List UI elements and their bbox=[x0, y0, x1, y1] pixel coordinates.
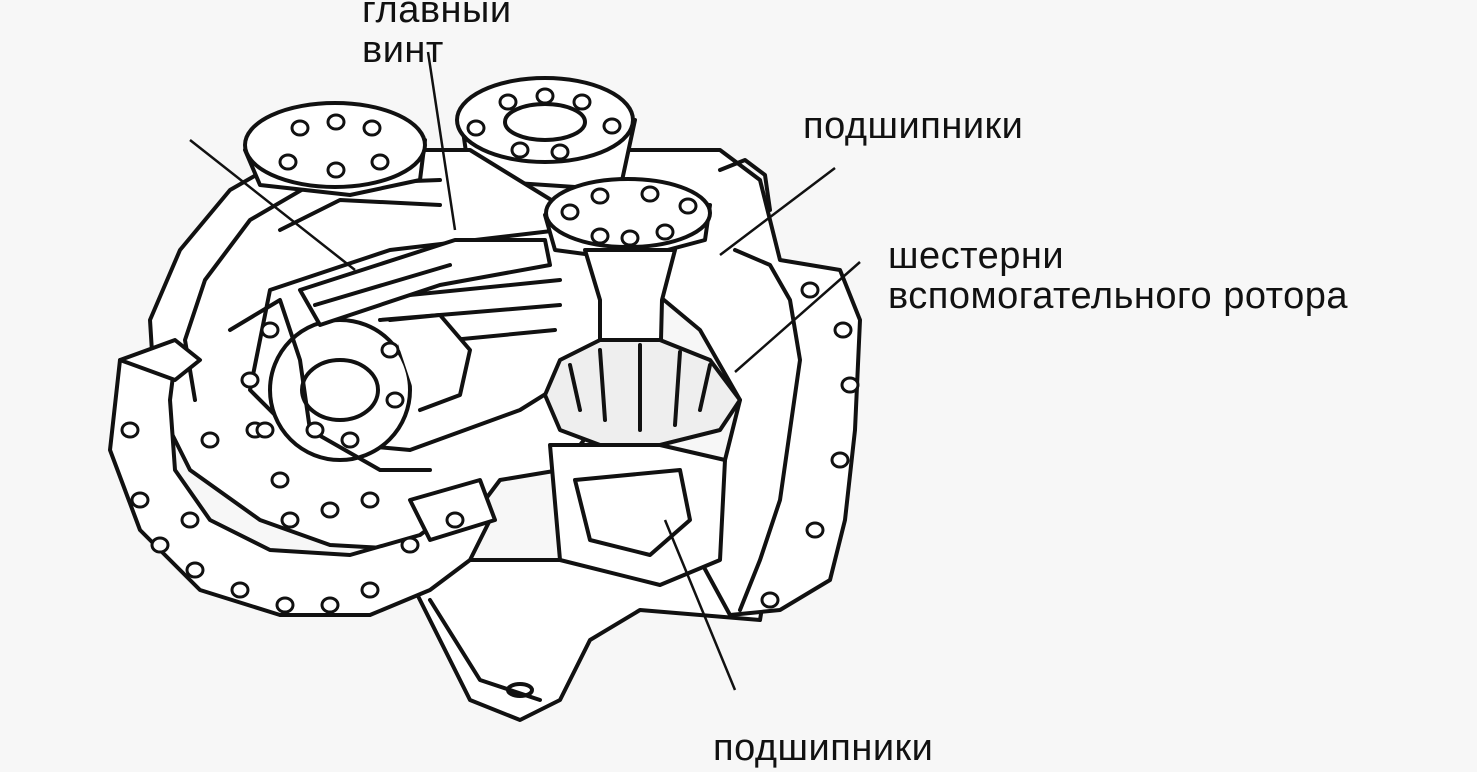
bolt-14 bbox=[560, 203, 580, 221]
bolt-45 bbox=[380, 341, 400, 359]
bolt-41 bbox=[320, 501, 340, 519]
bolt-6 bbox=[370, 153, 390, 171]
bolt-5 bbox=[326, 161, 346, 179]
bolt-22 bbox=[833, 321, 853, 339]
bolt-29 bbox=[150, 536, 170, 554]
bolt-37 bbox=[260, 321, 280, 339]
bolt-47 bbox=[255, 421, 275, 439]
bolt-25 bbox=[805, 521, 825, 539]
bolt-34 bbox=[360, 581, 380, 599]
bolt-8 bbox=[498, 93, 518, 111]
bolt-23 bbox=[840, 376, 860, 394]
bolt-32 bbox=[275, 596, 295, 614]
bolt-7 bbox=[466, 119, 486, 137]
bolt-31 bbox=[230, 581, 250, 599]
bolt-44 bbox=[340, 431, 360, 449]
leader-gears bbox=[734, 261, 861, 373]
bolt-42 bbox=[360, 491, 380, 509]
bolt-9 bbox=[535, 87, 555, 105]
bolt-12 bbox=[510, 141, 530, 159]
bolt-4 bbox=[278, 153, 298, 171]
bolt-26 bbox=[760, 591, 780, 609]
bolt-1 bbox=[290, 119, 310, 137]
bolt-11 bbox=[602, 117, 622, 135]
leader-main-screw bbox=[426, 51, 457, 231]
label-bearings-top: подшипники bbox=[803, 105, 1024, 147]
leader-bearings-top bbox=[719, 167, 836, 256]
bolt-30 bbox=[185, 561, 205, 579]
label-bearings-bottom: подшипники bbox=[713, 727, 934, 769]
bolt-35 bbox=[400, 536, 420, 554]
label-main-screw-line1: главный bbox=[362, 0, 512, 31]
bolt-16 bbox=[640, 185, 660, 203]
label-gears-line2: вспомогательного ротора bbox=[888, 275, 1349, 317]
bolts bbox=[120, 87, 860, 614]
bolt-10 bbox=[572, 93, 592, 111]
bolt-27 bbox=[120, 421, 140, 439]
bolt-2 bbox=[326, 113, 346, 131]
bolt-36 bbox=[445, 511, 465, 529]
front-flange bbox=[108, 338, 497, 617]
label-main-screw: главный винт bbox=[362, 0, 512, 70]
bolt-21 bbox=[800, 281, 820, 299]
label-main-screw-line2: винт bbox=[362, 29, 444, 71]
bolt-40 bbox=[270, 471, 290, 489]
bolt-20 bbox=[655, 223, 675, 241]
bolt-28 bbox=[130, 491, 150, 509]
main-screw bbox=[298, 238, 552, 327]
bolt-43 bbox=[305, 421, 325, 439]
bolt-3 bbox=[362, 119, 382, 137]
bolt-15 bbox=[590, 187, 610, 205]
bolt-17 bbox=[678, 197, 698, 215]
bolt-13 bbox=[550, 143, 570, 161]
bolt-33 bbox=[320, 596, 340, 614]
label-aux-rotor-gears: шестерни вспомогательного ротора bbox=[888, 236, 1348, 316]
bolt-24 bbox=[830, 451, 850, 469]
bolt-46 bbox=[385, 391, 405, 409]
bolt-48 bbox=[280, 511, 300, 529]
bolt-50 bbox=[180, 511, 200, 529]
leader-left-cover bbox=[189, 139, 356, 271]
leader-bearings-bottom bbox=[663, 519, 737, 691]
bolt-49 bbox=[200, 431, 220, 449]
bolt-38 bbox=[240, 371, 260, 389]
bolt-19 bbox=[620, 229, 640, 247]
label-gears-line1: шестерни bbox=[888, 235, 1065, 277]
leader-lines bbox=[189, 51, 861, 691]
bolt-18 bbox=[590, 227, 610, 245]
